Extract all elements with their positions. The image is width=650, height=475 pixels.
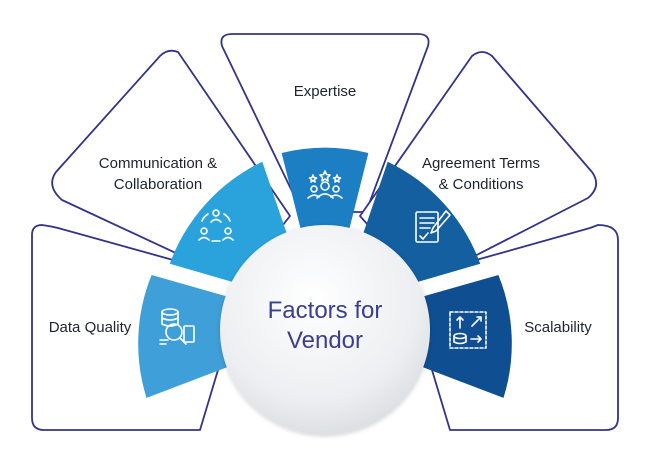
agreement-icon: [415, 210, 451, 243]
center-circle: [220, 225, 430, 435]
agreement-label-line2: & Conditions: [438, 176, 523, 193]
communication-icon: [198, 209, 234, 242]
agreement-label-line1: Agreement Terms: [422, 155, 540, 172]
communication-label-line2: Collaboration: [114, 176, 202, 193]
center-title-line2: Vendor: [287, 327, 363, 354]
data-quality-label: Data Quality: [49, 319, 132, 336]
scalability-icon: [449, 311, 487, 349]
data-quality-icon: [159, 308, 195, 345]
data-quality-segment: [138, 275, 246, 398]
expertise-icon: [307, 170, 343, 199]
center-title-line1: Factors for: [268, 297, 383, 324]
communication-label-line1: Communication &: [99, 155, 217, 172]
expertise-label: Expertise: [294, 83, 357, 100]
scalability-label: Scalability: [524, 319, 592, 336]
scalability-segment: [404, 275, 512, 398]
expertise-segment: [281, 147, 369, 247]
